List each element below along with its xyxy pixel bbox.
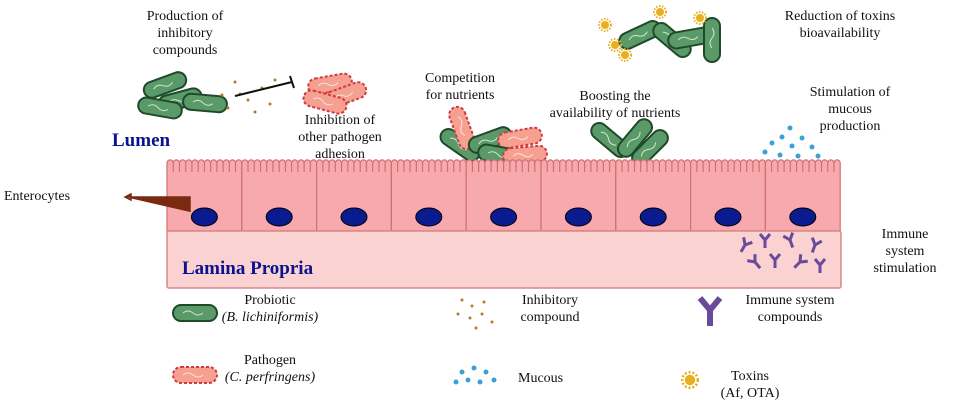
legend-toxins-label: Toxins(Af, OTA) xyxy=(720,369,780,401)
inhibition-arrow xyxy=(234,75,295,97)
label-lamina-propria: Lamina Propria xyxy=(182,258,314,279)
legend-mucous-icon xyxy=(453,365,497,385)
enterocyte-layer xyxy=(166,159,841,232)
enterocyte-cell xyxy=(316,159,392,232)
nucleus xyxy=(789,207,817,227)
nucleus xyxy=(564,207,592,227)
toxin-reduction-cluster xyxy=(598,5,721,63)
enterocyte-cell xyxy=(540,159,617,232)
nucleus xyxy=(190,207,218,227)
enterocyte-cell xyxy=(241,159,318,232)
legend-toxin-icon xyxy=(680,370,700,390)
legend-probiotic-label: Probiotic(B. lichiniformis) xyxy=(221,293,319,325)
enterocyte-cell xyxy=(166,159,243,232)
enterocytes-pointer-arrow xyxy=(123,192,191,212)
enterocyte-cell xyxy=(465,159,542,232)
lamina-propria-region xyxy=(166,230,842,289)
legend-pathogen-icon xyxy=(172,366,218,384)
nucleus xyxy=(340,207,368,227)
legend-pathogen-label: Pathogen(C. perfringens) xyxy=(224,353,316,385)
nucleus xyxy=(265,207,293,227)
legend-mucous-label: Mucous xyxy=(518,371,564,386)
label-lumen: Lumen xyxy=(112,130,171,151)
legend-probiotic-icon xyxy=(172,304,218,322)
nucleus xyxy=(639,207,667,227)
enterocyte-cell xyxy=(764,159,841,232)
mucous-dots xyxy=(762,125,821,159)
nucleus xyxy=(415,207,443,227)
enterocyte-cell xyxy=(615,159,692,232)
legend-inhibitory-compound-icon xyxy=(456,298,494,330)
probiotic-cluster-production xyxy=(135,68,229,121)
legend-antibody-icon xyxy=(700,298,720,326)
enterocyte-cell xyxy=(690,159,766,232)
nucleus xyxy=(714,207,742,227)
inhibitory-compound-spray xyxy=(220,78,277,114)
nucleus xyxy=(490,207,518,227)
label-enterocytes: Enterocytes xyxy=(4,189,71,204)
pathogen-cluster-inhibited xyxy=(300,71,370,117)
enterocyte-cell xyxy=(390,159,467,232)
